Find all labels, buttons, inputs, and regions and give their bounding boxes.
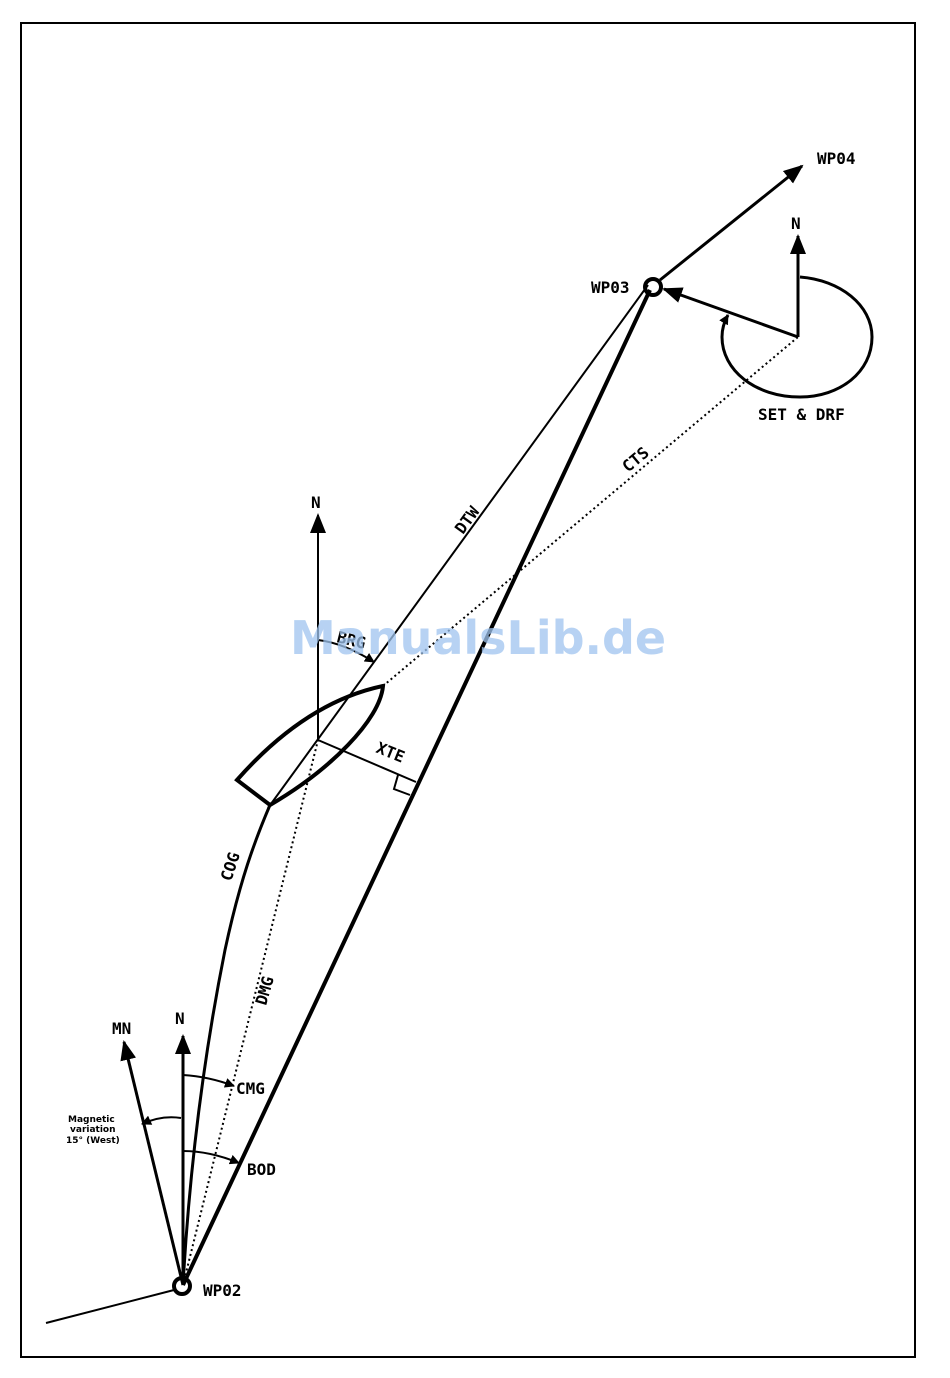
mag-variation-text-1: Magnetic (68, 1115, 115, 1125)
mag-variation-text-2: variation (70, 1125, 116, 1135)
boat-hull (237, 686, 383, 805)
mag-variation-arc (142, 1117, 181, 1124)
cog-label: COG (217, 850, 244, 883)
dtw-label: DTW (451, 503, 484, 538)
bod-arc (183, 1151, 239, 1163)
set-drift-label: SET & DRF (758, 405, 845, 424)
set-drift-arrow (664, 289, 798, 337)
magnetic-north-arrow (124, 1042, 183, 1285)
previous-leg-line (46, 1290, 174, 1323)
cmg-label: CMG (236, 1079, 265, 1098)
dmg-line (183, 740, 318, 1285)
cts-label: CTS (618, 443, 652, 476)
boat-north-label: N (311, 493, 321, 512)
wp04-label: WP04 (817, 149, 856, 168)
dtw-line (268, 285, 648, 808)
cmg-arc (183, 1075, 234, 1086)
dmg-label: DMG (252, 974, 278, 1007)
bod-label: BOD (247, 1160, 276, 1179)
xte-label: XTE (374, 738, 408, 766)
wp02-north-label: N (175, 1009, 185, 1028)
current-north-label: N (791, 214, 801, 233)
magnetic-north-label: MN (112, 1019, 131, 1038)
wp02-label: WP02 (203, 1281, 242, 1300)
course-line-wp02-wp03 (183, 290, 650, 1285)
wp03-label: WP03 (591, 278, 630, 297)
watermark: ManualsLib.de (290, 611, 666, 665)
mag-variation-text-3: 15° (West) (66, 1136, 120, 1146)
next-leg-arrow (660, 166, 802, 280)
